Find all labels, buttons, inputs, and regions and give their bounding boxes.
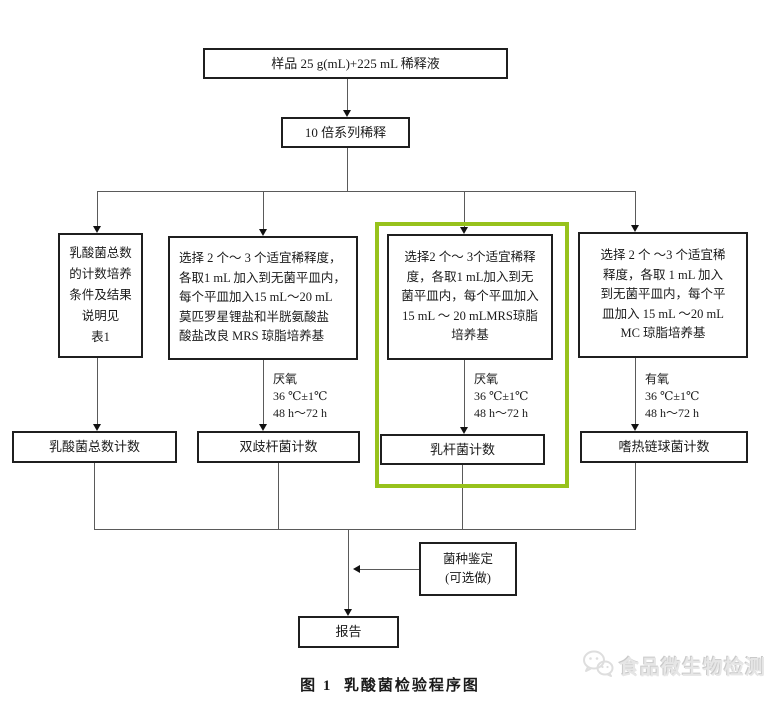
streptococcus-count-node: 嗜热链球菌计数 [580,431,748,463]
figure-caption: 图 1 乳酸菌检验程序图 [300,678,480,694]
arrowhead-down-icon [93,424,101,431]
counting-conditions-note-node: 乳酸菌总数 的计数培养 条件及结果 说明见 表1 [58,233,143,358]
connector-line [263,191,264,229]
connector-line [347,148,348,191]
connector-line [635,463,636,529]
serial-dilution-node: 10 倍系列稀释 [281,117,410,148]
connector-line [462,465,463,529]
report-node: 报告 [298,616,399,648]
anaerobic-condition-label: 厌氧 36 ℃±1℃ 48 h～72 h [474,372,529,420]
connector-line [635,358,636,424]
species-identification-node: 菌种鉴定 (可选做) [419,542,517,596]
branch-crossbar-line [97,191,636,192]
connector-line [360,569,419,570]
arrowhead-down-icon [631,424,639,431]
connector-line [278,463,279,529]
connector-line [464,360,465,427]
sample-node: 样品 25 g(mL)+225 mL 稀释液 [203,48,508,79]
arrowhead-down-icon [259,424,267,431]
bifidobacterium-medium-node: 选择 2 个～ 3 个适宜稀释度， 各取1 mL 加入到无菌平皿内， 每个平皿加… [168,236,358,360]
arrowhead-down-icon [343,110,351,117]
anaerobic-condition-label: 厌氧 36 ℃±1℃ 48 h～72 h [273,372,328,420]
streptococcus-medium-node: 选择 2 个 ～3 个适宜稀 释度，各取 1 mL 加入 到无菌平皿内，每个平 … [578,232,748,358]
connector-line [97,191,98,226]
connector-line [635,191,636,225]
connector-line [464,191,465,227]
connector-line [97,358,98,424]
arrowhead-down-icon [460,227,468,234]
lactobacillus-medium-node: 选择2 个～ 3个适宜稀释 度，各取1 mL加入到无 菌平皿内，每个平皿加入 1… [387,234,553,360]
watermark-text: 食品微生物检测 [619,657,766,679]
join-crossbar-line [94,529,636,530]
connector-line [263,360,264,424]
arrowhead-down-icon [631,225,639,232]
connector-line [348,529,349,609]
wechat-icon [582,649,614,682]
bifidobacterium-count-node: 双歧杆菌计数 [197,431,360,463]
lactobacillus-count-node: 乳杆菌计数 [380,434,545,465]
arrowhead-down-icon [93,226,101,233]
arrowhead-left-icon [353,565,360,573]
aerobic-condition-label: 有氧 36 ℃±1℃ 48 h～72 h [645,372,700,420]
arrowhead-down-icon [460,427,468,434]
arrowhead-down-icon [344,609,352,616]
lactic-acid-bacteria-total-count-node: 乳酸菌总数计数 [12,431,177,463]
connector-line [347,79,348,111]
watermark: 食品微生物检测 [582,649,766,682]
connector-line [94,463,95,529]
arrowhead-down-icon [259,229,267,236]
